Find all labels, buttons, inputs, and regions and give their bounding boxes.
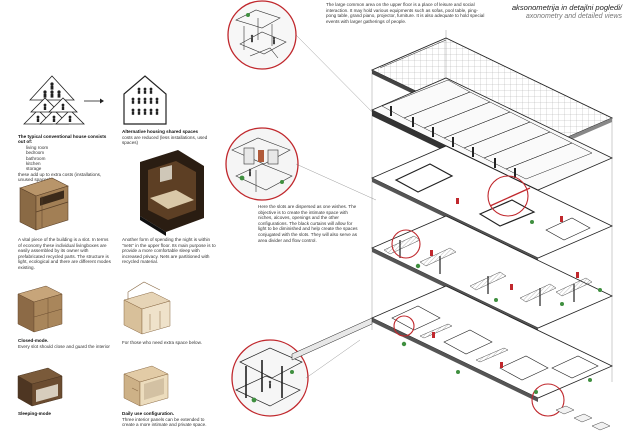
nets-description: Another form of spending the night is wi… [122, 237, 216, 265]
sleeping-mode-caption: Sleeping-mode [18, 411, 113, 417]
exterior-pads [555, 405, 611, 431]
daily-use-photo [123, 365, 169, 407]
page-title: aksonometrija in detajlni pogledi/ axono… [494, 3, 622, 21]
list-item: bathroom [26, 155, 46, 161]
daily-use-text: Three interior panels can be extended to… [122, 416, 207, 428]
alternative-text: costs are reduced (less installations, u… [122, 134, 208, 146]
extra-space-caption: For those who need extra space below. [122, 340, 202, 345]
list-item: storage [26, 166, 42, 172]
list-item: living room [26, 144, 49, 150]
extra-space-photo [123, 281, 171, 335]
slot-description: A vital piece of the building is a slot.… [18, 237, 111, 270]
conventional-heading: The typical conventional house consists … [18, 134, 107, 145]
conventional-house-list: The typical conventional house consists … [18, 134, 110, 183]
list-item: kitchen [26, 161, 41, 167]
sleeping-mode-photo [17, 367, 63, 407]
title-line-1: aksonometrija in detajlni pogledi/ [511, 3, 622, 12]
conventional-house-icon [23, 75, 85, 125]
ground-floor-layer [291, 285, 613, 417]
title-line-2: axonometry and detailed views [525, 12, 622, 20]
alternative-heading: Alternative housing shared spaces [122, 129, 199, 134]
closed-mode-photo [17, 285, 63, 333]
conventional-footer: these add up to extra costs (installatio… [18, 171, 102, 183]
alternative-housing-block: Alternative housing shared spaces costs … [122, 129, 212, 146]
common-area-text: The large common area on the upper floor… [326, 2, 485, 24]
arrow-right-icon [84, 98, 104, 104]
daily-use-caption: Daily use configuration. Three interior … [122, 411, 217, 428]
slot-bunk-photo [19, 177, 69, 231]
detail-view-bottom [231, 339, 309, 417]
sleeping-nook-photo [140, 150, 204, 236]
closed-mode-caption: Closed-mode. Every slot should close and… [18, 338, 113, 349]
slots-dispersion-text: Here the slots are dispersed as one wish… [258, 204, 358, 243]
sleeping-mode-title: Sleeping-mode [18, 411, 51, 416]
detail-view-top [227, 0, 297, 70]
daily-use-title: Daily use configuration. [122, 411, 175, 416]
people-icon [131, 87, 159, 115]
list-item: bedroom [26, 150, 45, 156]
closed-mode-text: Every slot should close and guard the in… [18, 343, 110, 349]
closed-mode-title: Closed-mode. [18, 338, 49, 343]
detail-view-middle [225, 127, 299, 201]
alternative-house-icon [123, 75, 167, 125]
